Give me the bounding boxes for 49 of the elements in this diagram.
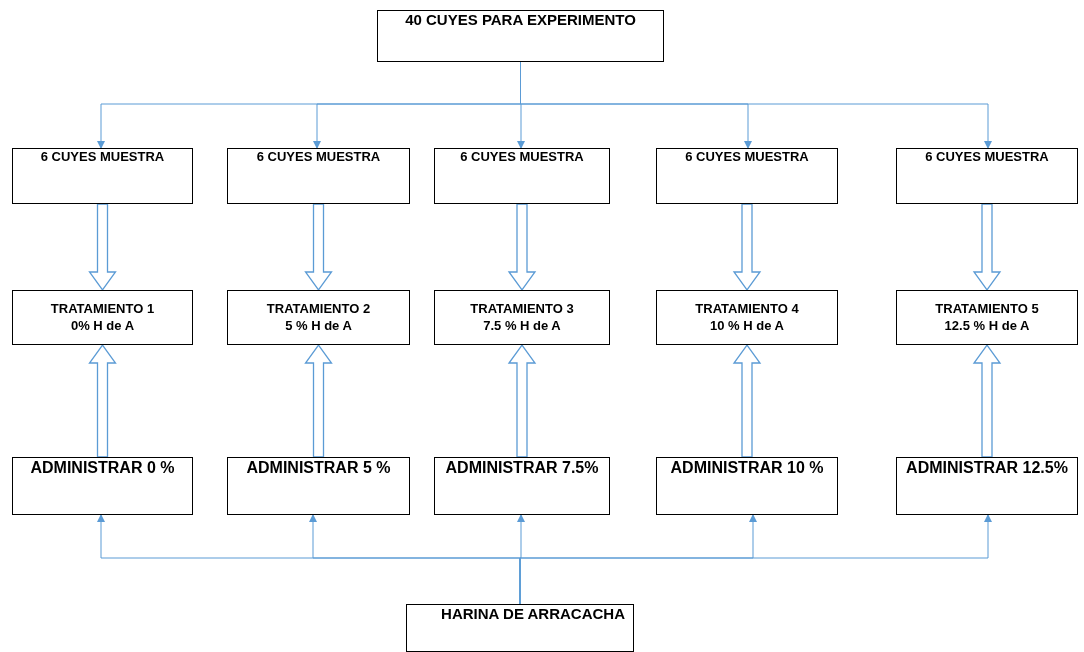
hollow-arrow <box>732 203 762 292</box>
process-box <box>227 290 410 345</box>
box-label: ADMINISTRAR 5 % <box>246 458 391 478</box>
hollow-arrow <box>304 343 333 458</box>
box-label: 6 CUYES MUESTRA <box>256 149 381 166</box>
process-box <box>12 457 193 515</box>
box-label: 6 CUYES MUESTRA <box>925 149 1049 166</box>
process-box <box>227 457 410 515</box>
box-label: ADMINISTRAR 12.5% <box>906 458 1068 478</box>
hollow-arrow <box>304 203 333 292</box>
box-label: TRATAMIENTO 2 <box>266 301 371 318</box>
process-box <box>896 148 1078 204</box>
process-box <box>434 290 610 345</box>
process-box <box>896 457 1078 515</box>
process-box <box>12 290 193 345</box>
box-label: TRATAMIENTO 3 <box>470 301 574 318</box>
hollow-arrow <box>88 343 117 458</box>
process-box <box>406 604 634 652</box>
process-box <box>434 148 610 204</box>
hollow-arrow <box>972 203 1002 292</box>
hollow-arrow <box>507 203 537 292</box>
hollow-arrow <box>732 343 762 458</box>
process-box <box>377 10 664 62</box>
box-label: 7.5 % H de A <box>483 317 561 334</box>
process-box <box>227 148 410 204</box>
box-label: 40 CUYES PARA EXPERIMENTO <box>405 11 636 30</box>
box-label: 10 % H de A <box>710 317 784 334</box>
box-label: ADMINISTRAR 10 % <box>670 458 824 478</box>
box-label: 6 CUYES MUESTRA <box>460 149 584 166</box>
box-label: 0% H de A <box>70 317 135 334</box>
hollow-arrow <box>88 203 117 292</box>
process-box <box>896 290 1078 345</box>
box-label: 12.5 % H de A <box>944 317 1030 334</box>
process-box <box>434 457 610 515</box>
box-label: ADMINISTRAR 7.5% <box>445 458 599 478</box>
box-label: TRATAMIENTO 4 <box>695 301 799 318</box>
process-box <box>12 148 193 204</box>
box-label: 5 % H de A <box>285 317 352 334</box>
box-label: TRATAMIENTO 1 <box>50 301 155 318</box>
box-label: TRATAMIENTO 5 <box>935 301 1039 318</box>
box-label: ADMINISTRAR 0 % <box>30 458 175 478</box>
box-label: 6 CUYES MUESTRA <box>40 149 165 166</box>
process-box <box>656 457 838 515</box>
box-label: 6 CUYES MUESTRA <box>685 149 809 166</box>
hollow-arrow <box>972 343 1002 458</box>
process-box <box>656 148 838 204</box>
hollow-arrow <box>507 343 537 458</box>
process-box <box>656 290 838 345</box>
box-label: HARINA DE ARRACACHA <box>441 605 625 624</box>
